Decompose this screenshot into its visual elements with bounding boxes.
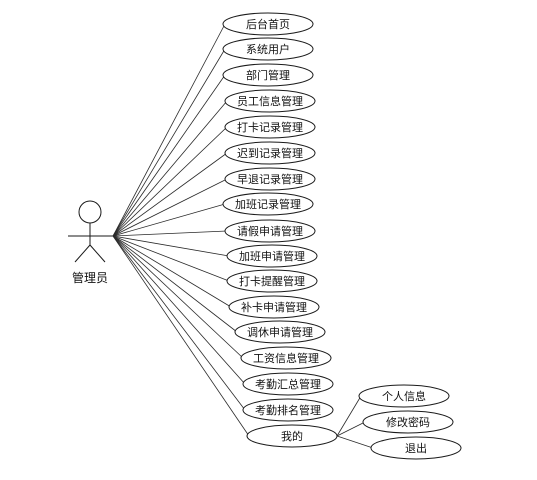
use-case: 员工信息管理 [224, 89, 316, 113]
use-case-label: 考勤汇总管理 [255, 377, 321, 391]
use-case-label: 我的 [281, 429, 303, 443]
use-case-ellipse [224, 141, 316, 165]
use-case-ellipse [222, 37, 314, 61]
association-line [112, 235, 230, 282]
association-line [112, 48, 226, 237]
use-case-ellipse [224, 167, 316, 191]
use-case: 考勤排名管理 [242, 398, 334, 422]
actor-administrator: 管理员 [68, 200, 113, 285]
sub-use-case-label: 个人信息 [382, 389, 426, 403]
actor-left-leg [74, 244, 91, 263]
association-line [112, 235, 246, 385]
use-case: 请假申请管理 [224, 219, 316, 243]
use-case-label: 补卡申请管理 [241, 300, 307, 314]
use-case: 我的 [246, 424, 338, 448]
use-case-label: 打卡提醒管理 [239, 274, 305, 288]
association-lines [112, 23, 250, 437]
association-line [112, 235, 238, 333]
association-line [112, 235, 230, 257]
use-case: 调休申请管理 [234, 320, 326, 344]
use-case-list: 后台首页系统用户部门管理员工信息管理打卡记录管理迟到记录管理早退记录管理加班记录… [222, 12, 338, 448]
use-case-ellipse [222, 12, 314, 36]
use-case: 迟到记录管理 [224, 141, 316, 165]
association-line [112, 235, 244, 359]
use-case: 部门管理 [222, 63, 314, 87]
sub-association-line [336, 421, 366, 437]
use-case: 后台首页 [222, 12, 314, 36]
use-case-ellipse [242, 398, 334, 422]
use-case-label: 工资信息管理 [253, 351, 319, 365]
use-case-label: 系统用户 [246, 42, 290, 56]
use-case: 加班申请管理 [226, 244, 318, 268]
sub-association-lines [336, 395, 374, 449]
use-case-label: 调休申请管理 [247, 325, 313, 339]
use-case: 早退记录管理 [224, 167, 316, 191]
sub-use-case-ellipse [370, 436, 462, 460]
actor-head [78, 200, 102, 224]
sub-use-case-label: 修改密码 [386, 415, 430, 429]
use-case-ellipse [234, 320, 326, 344]
use-case-ellipse [226, 269, 318, 293]
use-case: 工资信息管理 [240, 346, 332, 370]
use-case-label: 迟到记录管理 [237, 146, 303, 160]
use-case-ellipse [240, 346, 332, 370]
use-case-label: 早退记录管理 [237, 172, 303, 186]
association-line [112, 235, 250, 437]
sub-use-case: 个人信息 [358, 384, 450, 408]
use-case-ellipse [228, 295, 320, 319]
use-case-label: 打卡记录管理 [237, 120, 303, 134]
use-case-ellipse [224, 219, 316, 243]
association-line [112, 152, 228, 237]
actor-right-leg [89, 244, 106, 263]
use-case: 加班记录管理 [222, 192, 314, 216]
use-case: 打卡记录管理 [224, 115, 316, 139]
association-line [112, 100, 228, 237]
use-case-ellipse [242, 372, 334, 396]
actor-label: 管理员 [72, 270, 108, 285]
sub-use-case-label: 退出 [405, 441, 427, 455]
use-case-label: 请假申请管理 [237, 224, 303, 238]
association-line [112, 235, 232, 308]
association-line [112, 203, 226, 237]
use-case: 补卡申请管理 [228, 295, 320, 319]
use-case: 打卡提醒管理 [226, 269, 318, 293]
sub-use-case: 修改密码 [362, 410, 454, 434]
use-case-label: 加班申请管理 [239, 249, 305, 263]
use-case-label: 考勤排名管理 [255, 403, 321, 417]
use-case-ellipse [226, 244, 318, 268]
sub-use-case-ellipse [358, 384, 450, 408]
use-case-ellipse [222, 192, 314, 216]
sub-use-case: 退出 [370, 436, 462, 460]
use-case-label: 部门管理 [246, 68, 290, 82]
association-line [112, 178, 228, 237]
association-line [112, 23, 226, 237]
association-line [112, 230, 228, 237]
use-case-ellipse [246, 424, 338, 448]
association-line [112, 74, 226, 237]
use-case-ellipse [222, 63, 314, 87]
sub-association-line [336, 435, 374, 449]
use-case-ellipse [224, 115, 316, 139]
use-case-label: 员工信息管理 [237, 94, 303, 108]
use-case-label: 后台首页 [246, 17, 290, 31]
association-line [112, 235, 246, 411]
use-case: 系统用户 [222, 37, 314, 61]
sub-use-case-ellipse [362, 410, 454, 434]
use-case: 考勤汇总管理 [242, 372, 334, 396]
association-line [112, 126, 228, 237]
use-case-ellipse [224, 89, 316, 113]
sub-association-line [336, 395, 362, 437]
use-case-label: 加班记录管理 [235, 197, 301, 211]
